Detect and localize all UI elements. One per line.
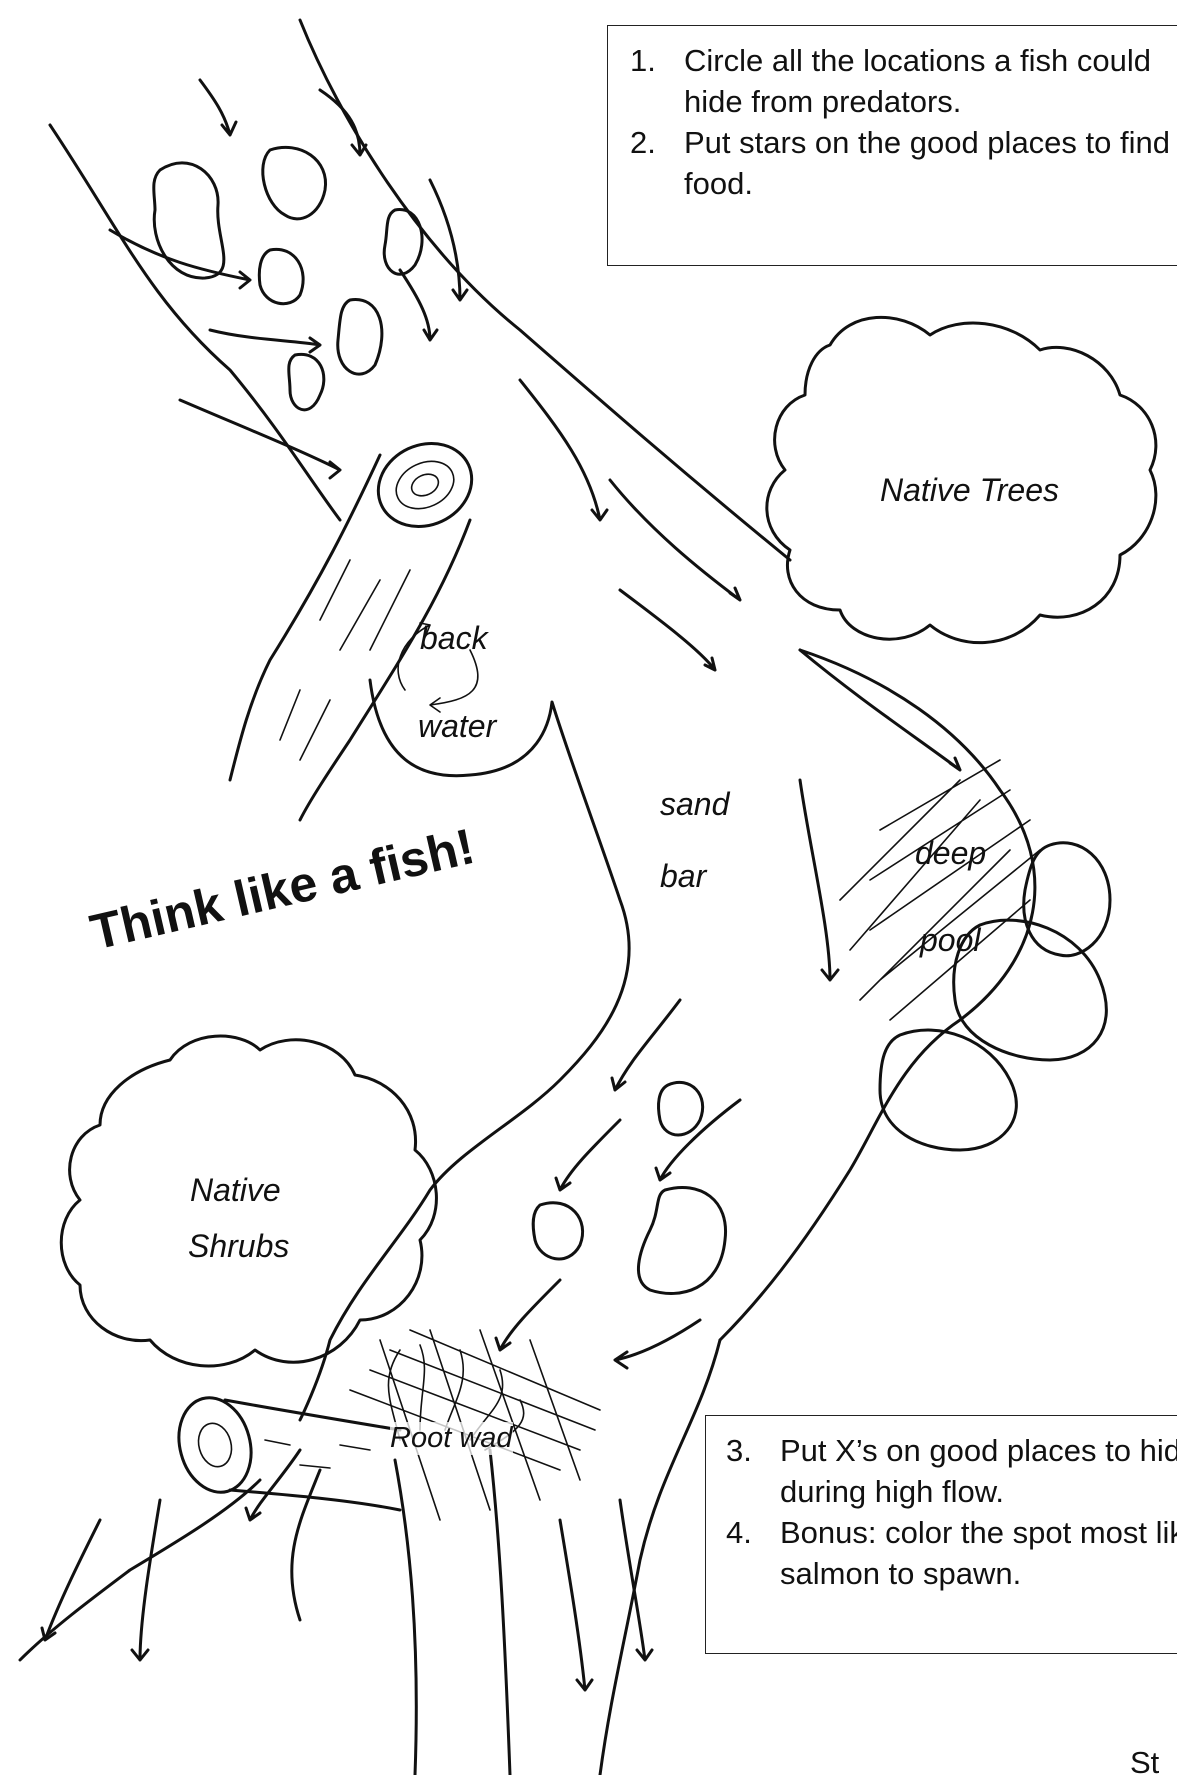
root-wad-trunk [395, 1460, 416, 1775]
lower-log-rings [194, 1420, 236, 1471]
rock [533, 1203, 582, 1259]
upper-log-rings [389, 452, 462, 517]
label-backwater-line2: water [418, 708, 496, 745]
upper-log-rings [408, 470, 442, 500]
river-right-bank-lower [600, 1340, 720, 1775]
rock [289, 354, 324, 409]
instruction-item: 1.Circle all the locations a fish could … [630, 40, 1177, 122]
lower-log [230, 1490, 400, 1510]
lower-log-grain [265, 1440, 370, 1468]
label-deep-pool-line1: deep [915, 835, 986, 872]
label-native-shrubs-line2: Shrubs [188, 1228, 289, 1265]
label-root-wad: Root wad [390, 1422, 513, 1455]
river-left-bank-upper [50, 125, 340, 520]
corner-text: St [1130, 1745, 1159, 1775]
label-sandbar-line2: bar [660, 858, 706, 895]
rock [263, 147, 326, 218]
backwater-arrow [430, 650, 478, 712]
rock [154, 163, 224, 278]
deep-pool-hatching [840, 760, 1040, 1020]
label-native-shrubs-line1: Native [190, 1172, 281, 1209]
instruction-item: 4.Bonus: color the spot most likely for … [726, 1512, 1177, 1594]
rock [638, 1187, 725, 1293]
lower-log-end [169, 1390, 261, 1501]
upper-log [230, 455, 380, 780]
label-deep-pool-line2: pool [920, 922, 981, 959]
instructions-box-top: 1.Circle all the locations a fish could … [607, 25, 1177, 266]
instructions-box-bottom: 3.Put X’s on good places to hide out dur… [705, 1415, 1177, 1654]
lower-channel-left [292, 1470, 320, 1620]
rock [659, 1082, 703, 1135]
instruction-item: 3.Put X’s on good places to hide out dur… [726, 1430, 1177, 1512]
label-native-trees: Native Trees [880, 472, 1059, 509]
root-wad-trunk [490, 1450, 510, 1775]
upper-log-grain [280, 560, 410, 760]
label-sandbar-line1: sand [660, 786, 729, 823]
rock [259, 249, 303, 303]
instruction-item: 2.Put stars on the good places to find f… [630, 122, 1177, 204]
lower-log [225, 1400, 400, 1430]
label-backwater-line1: back [420, 620, 488, 657]
river-right-bank-middle [720, 650, 1035, 1340]
backwater-edge [300, 680, 629, 1420]
rock [384, 210, 422, 275]
rock [338, 300, 382, 375]
